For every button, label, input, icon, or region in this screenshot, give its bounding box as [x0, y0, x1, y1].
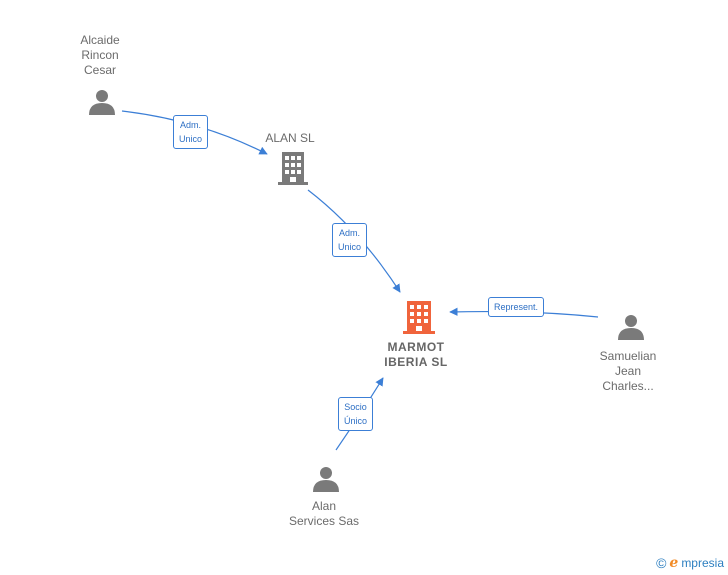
person-icon[interactable] — [618, 315, 644, 340]
edge-label-represent: Represent. — [488, 297, 545, 317]
brand-name: mpresia — [681, 556, 724, 570]
node-label-alan-services[interactable]: Alan Services Sas — [288, 499, 360, 528]
edge-label-socio-unico: Socio Único — [338, 397, 374, 431]
node-label-alan-sl[interactable]: ALAN SL — [265, 131, 315, 145]
person-icon[interactable] — [313, 467, 339, 492]
copyright-icon: © — [656, 555, 667, 571]
node-label-samuelian[interactable]: Samuelian Jean Charles... — [599, 349, 657, 393]
node-label-marmot[interactable]: MARMOT IBERIA SL — [384, 340, 448, 369]
node-label-alcaide[interactable]: Alcaide Rincon Cesar — [80, 33, 120, 77]
edge-label-adm-unico: Adm. Unico — [332, 223, 368, 257]
brand-initial: e — [669, 555, 679, 571]
person-icon[interactable] — [89, 90, 115, 115]
building-icon[interactable] — [403, 301, 435, 334]
building-icon[interactable] — [278, 152, 308, 185]
edge-label-adm-unico: Adm. Unico — [173, 115, 209, 149]
